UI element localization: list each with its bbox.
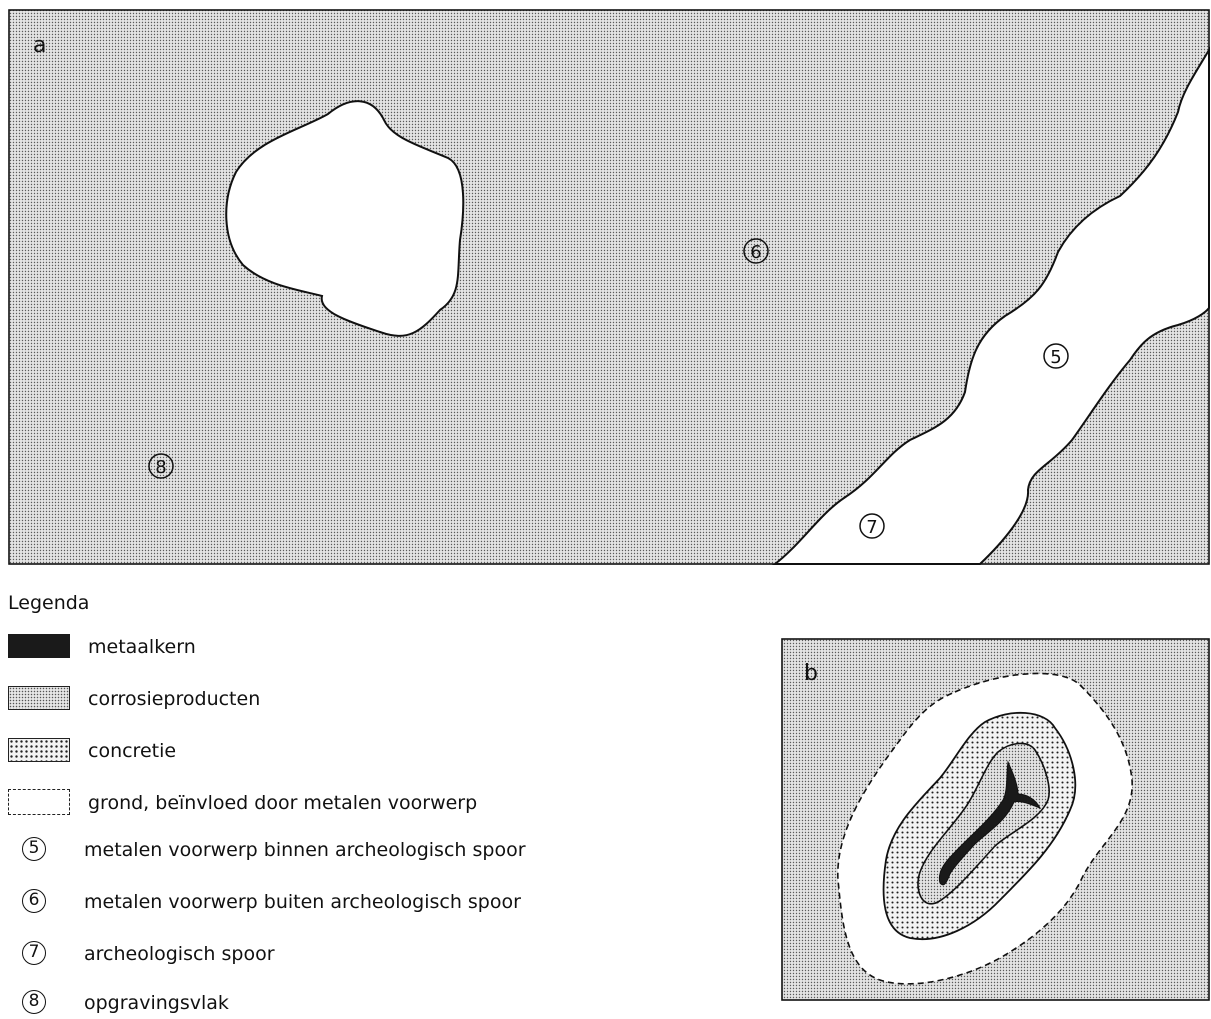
svg-text:7: 7 <box>866 517 877 538</box>
number-marker: 6 <box>22 889 46 913</box>
legend-label: archeologisch spoor <box>84 939 275 969</box>
dashed-outline-swatch <box>8 789 70 815</box>
number-marker: 7 <box>22 941 46 965</box>
legend-label: concretie <box>88 736 176 766</box>
legend-label: corrosieproducten <box>88 684 260 714</box>
legend-label: opgravingsvlak <box>84 988 229 1018</box>
legend-label: metalen voorwerp buiten archeologisch sp… <box>84 887 521 917</box>
legend-title: Legenda <box>8 592 89 614</box>
number-marker: 8 <box>22 990 46 1014</box>
panel-a-label: a <box>33 33 46 58</box>
concretion-swatch <box>8 738 70 762</box>
panel-a: a 6 5 7 8 <box>9 10 1209 564</box>
panel-b: b <box>782 639 1209 1000</box>
legend-label: grond, beïnvloed door metalen voorwerp <box>88 788 477 818</box>
legend-label: metaalkern <box>88 632 196 662</box>
svg-text:5: 5 <box>1050 347 1061 368</box>
corrosion-swatch <box>8 686 70 710</box>
legend-label: metalen voorwerp binnen archeologisch sp… <box>84 835 526 865</box>
svg-text:6: 6 <box>750 242 761 263</box>
metal-core-swatch <box>8 634 70 658</box>
panel-b-label: b <box>804 661 818 686</box>
number-marker: 5 <box>22 837 46 861</box>
svg-text:8: 8 <box>155 457 166 478</box>
